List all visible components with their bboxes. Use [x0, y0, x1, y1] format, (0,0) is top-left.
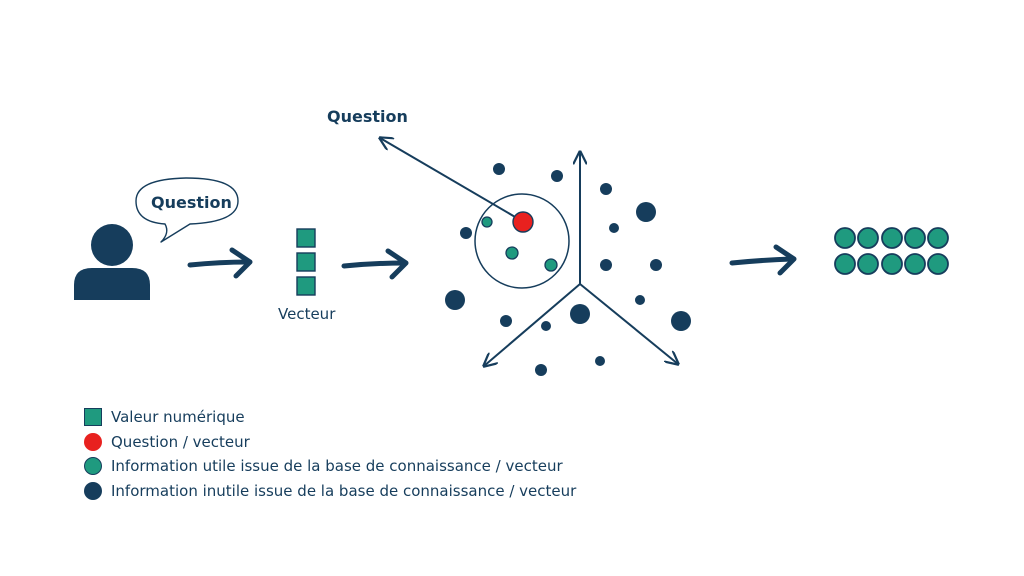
legend-label: Information inutile issue de la base de …: [111, 481, 577, 500]
dot: [609, 223, 619, 233]
dot: [493, 163, 505, 175]
dot: [636, 202, 656, 222]
dot: [904, 227, 926, 249]
question-dot: [512, 211, 534, 233]
axis-question-label: Question: [327, 107, 408, 126]
legend-item: Valeur numérique: [84, 405, 576, 430]
dot: [481, 216, 493, 228]
useful-dots: [481, 216, 558, 272]
dot: [927, 253, 949, 275]
arrow-icon: [187, 247, 253, 279]
dot: [635, 295, 645, 305]
dot: [834, 253, 856, 275]
dot: [551, 170, 563, 182]
dot: [460, 227, 472, 239]
dot: [500, 315, 512, 327]
dot: [881, 253, 903, 275]
legend-item: Information utile issue de la base de co…: [84, 454, 576, 479]
legend-item: Question / vecteur: [84, 430, 576, 455]
dot: [834, 227, 856, 249]
legend-label: Information utile issue de la base de co…: [111, 457, 563, 476]
bubble-question-label: Question: [151, 193, 232, 212]
similarity-circle: [474, 193, 570, 289]
result-dots-icon: [834, 227, 949, 275]
dot: [671, 311, 691, 331]
vector-squares-icon: [296, 228, 316, 296]
dot: [535, 364, 547, 376]
dot: [600, 259, 612, 271]
navy-circle-swatch-icon: [84, 481, 102, 500]
vector-label: Vecteur: [278, 305, 336, 323]
user-icon: [74, 224, 150, 300]
dot: [445, 290, 465, 310]
speech-bubble-icon: [135, 177, 239, 243]
square-swatch-icon: [84, 408, 102, 427]
dot: [927, 227, 949, 249]
dot: [857, 227, 879, 249]
dot: [595, 356, 605, 366]
dot: [600, 183, 612, 195]
legend-label: Valeur numérique: [111, 408, 245, 427]
legend-item: Information inutile issue de la base de …: [84, 479, 576, 504]
red-circle-swatch-icon: [84, 432, 102, 451]
dot: [904, 253, 926, 275]
legend: Valeur numérique Question / vecteur Info…: [84, 405, 576, 503]
arrow-icon: [729, 244, 797, 276]
arrow-icon: [341, 248, 409, 280]
unrelated-dots: [445, 163, 691, 376]
dot: [857, 253, 879, 275]
dot: [505, 246, 519, 260]
dot: [570, 304, 590, 324]
legend-label: Question / vecteur: [111, 432, 250, 451]
dot: [541, 321, 551, 331]
dot: [544, 258, 558, 272]
axes-icon: [380, 138, 678, 366]
teal-circle-swatch-icon: [84, 457, 102, 476]
dot: [650, 259, 662, 271]
dot: [881, 227, 903, 249]
